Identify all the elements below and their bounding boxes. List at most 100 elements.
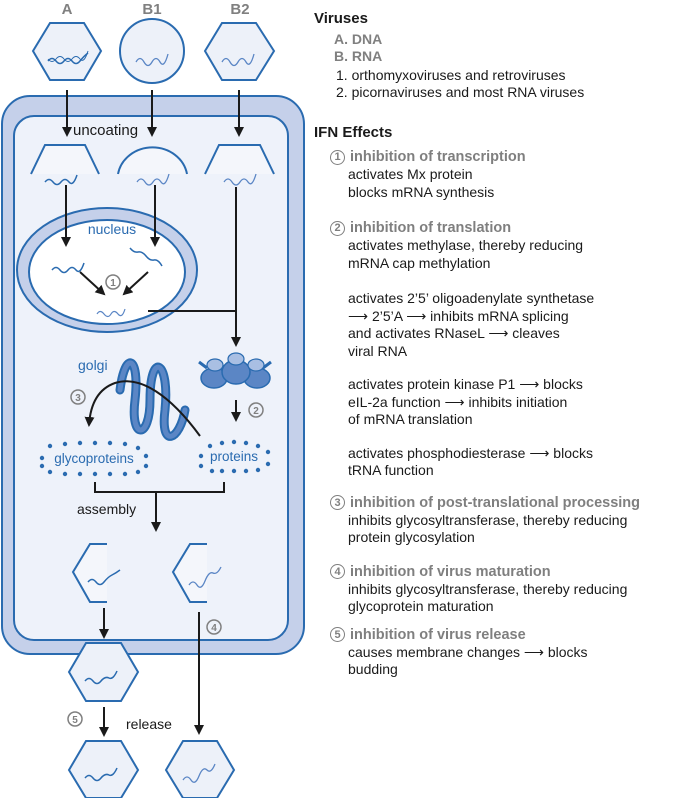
assembly-label: assembly bbox=[77, 501, 136, 517]
mechanism-line: inhibits glycosyltransferase, thereby re… bbox=[348, 511, 628, 528]
legend-panel: Viruses A. DNA B. RNA 1. orthomyxoviruse… bbox=[314, 10, 688, 679]
svg-text:5: 5 bbox=[72, 715, 78, 726]
mechanism-line: activates Mx protein bbox=[348, 166, 473, 182]
step-number-icon: 5 bbox=[330, 627, 345, 642]
mechanism-line: mRNA cap methylation bbox=[348, 254, 491, 271]
glycoproteins-label: glycoproteins bbox=[54, 451, 134, 466]
effect-mechanism: inhibits glycosyltransferase, thereby re… bbox=[348, 512, 688, 547]
mechanism-line: activates 2’5’ oligoadenylate synthetase bbox=[348, 290, 595, 306]
uncoated-capsid-b1 bbox=[117, 146, 188, 175]
mechanism-line: of mRNA translation bbox=[348, 411, 473, 427]
svg-text:3: 3 bbox=[75, 393, 81, 404]
svg-text:4: 4 bbox=[211, 623, 217, 634]
virion-rna-b2-hexagon bbox=[203, 22, 276, 81]
uncoated-capsid-a bbox=[30, 144, 100, 175]
step-marker-4: 4 bbox=[206, 619, 222, 635]
step-number-icon: 4 bbox=[330, 564, 345, 579]
arrow-to-mrna-left bbox=[79, 271, 106, 296]
ribosome-icon bbox=[198, 352, 272, 389]
rna-subtype-2: 2. picornaviruses and most RNA viruses bbox=[336, 84, 585, 100]
golgi-icon-inner bbox=[117, 360, 188, 439]
dsdna-icon bbox=[84, 670, 118, 685]
virus-replication-diagram: A B1 B2 uncoating nucleus 1 bbox=[1, 1, 305, 798]
mechanism-line: viral RNA bbox=[348, 342, 408, 359]
virus-label-b1: B1 bbox=[142, 1, 161, 18]
proteins-pool bbox=[198, 439, 271, 474]
golgi-label: golgi bbox=[78, 357, 108, 373]
released-virion-dna bbox=[67, 740, 140, 798]
glycoproteins-pool bbox=[39, 440, 149, 477]
virus-type-rna: B. RNA bbox=[334, 48, 383, 64]
virus-type-dna: A. DNA bbox=[334, 31, 383, 47]
dsdna-icon bbox=[84, 767, 118, 782]
step-marker-3: 3 bbox=[70, 389, 86, 405]
ssrna-icon bbox=[221, 53, 255, 67]
dsdna-icon bbox=[44, 174, 78, 186]
effect-title: 4 inhibition of virus maturation bbox=[330, 563, 688, 581]
dsdna-icon bbox=[51, 262, 85, 274]
immature-virion-rna bbox=[171, 543, 207, 603]
effect-title: 5 inhibition of virus release bbox=[330, 626, 688, 644]
ssrna-icon bbox=[135, 53, 169, 67]
mechanism-line: activates methylase, thereby reducing bbox=[348, 237, 584, 253]
mechanism-line: protein glycosylation bbox=[348, 529, 475, 545]
step-number-icon: 1 bbox=[330, 149, 345, 165]
step-marker-2: 2 bbox=[248, 402, 264, 418]
virus-label-a: A bbox=[62, 1, 73, 18]
step-number-icon: 2 bbox=[330, 220, 345, 236]
dsdna-icon bbox=[129, 247, 163, 267]
virion-rna-b1-sphere bbox=[119, 18, 185, 84]
ssrna-icon bbox=[188, 566, 222, 588]
rna-subtype-1: 1. orthomyxoviruses and retroviruses bbox=[336, 67, 566, 83]
mechanism-line: inhibits glycosyltransferase, thereby re… bbox=[348, 580, 628, 597]
ssrna-icon bbox=[182, 763, 216, 783]
effect-title-text: inhibition of post-translational process… bbox=[350, 494, 641, 511]
ifn-effects-title: IFN Effects bbox=[314, 124, 393, 141]
budding-virion bbox=[67, 642, 140, 702]
uncoating-label: uncoating bbox=[73, 122, 138, 139]
proteins-label: proteins bbox=[210, 449, 258, 464]
effect-title: 1 inhibition of transcription bbox=[330, 148, 688, 166]
mechanism-line: glycoprotein maturation bbox=[348, 598, 494, 614]
mechanism-line: activates phosphodiesterase ⟶ blocks bbox=[348, 444, 593, 461]
released-virion-rna bbox=[164, 740, 236, 798]
arrow-proteins-to-glycoproteins bbox=[84, 380, 201, 437]
effect-title-text: inhibition of virus release bbox=[350, 626, 526, 643]
mrna-icon bbox=[96, 308, 126, 318]
uncoated-capsid-b2 bbox=[204, 144, 275, 175]
effect-title-text: inhibition of virus maturation bbox=[350, 563, 551, 580]
step-number-icon: 3 bbox=[330, 495, 345, 510]
virus-label-b2: B2 bbox=[230, 1, 249, 18]
nucleus-label: nucleus bbox=[88, 221, 136, 237]
mechanism-line: tRNA function bbox=[348, 462, 434, 478]
mechanism-line: activates protein kinase P1 ⟶ blocks bbox=[348, 376, 583, 392]
effect-title-text: inhibition of translation bbox=[350, 220, 512, 236]
svg-text:2: 2 bbox=[253, 406, 259, 417]
effect-title-text: inhibition of transcription bbox=[350, 149, 526, 165]
release-label: release bbox=[126, 716, 172, 732]
immature-virion-dna bbox=[71, 543, 107, 603]
mechanism-line: blocks mRNA synthesis bbox=[348, 183, 495, 200]
mechanism-line: budding bbox=[348, 661, 398, 677]
effect-title: 3 inhibition of post-translational proces… bbox=[330, 494, 688, 512]
mechanism-line: ⟶ 2’5’A ⟶ inhibits mRNA splicing bbox=[348, 307, 569, 324]
effect-title: 2 inhibition of translation bbox=[330, 219, 688, 237]
mechanism-line: eIL-2a function ⟶ inhibits initiation bbox=[348, 393, 568, 410]
viruses-title: Viruses bbox=[314, 10, 368, 27]
effect-mechanism: inhibits glycosyltransferase, thereby re… bbox=[348, 581, 688, 616]
arrow-to-mrna-right bbox=[122, 271, 149, 296]
mechanism-line: and activates RNaseL ⟶ cleaves bbox=[348, 325, 560, 341]
virion-dna-hexagon bbox=[31, 22, 103, 81]
step-marker-1: 1 bbox=[105, 274, 121, 290]
mechanism-line: causes membrane changes ⟶ blocks bbox=[348, 643, 588, 660]
